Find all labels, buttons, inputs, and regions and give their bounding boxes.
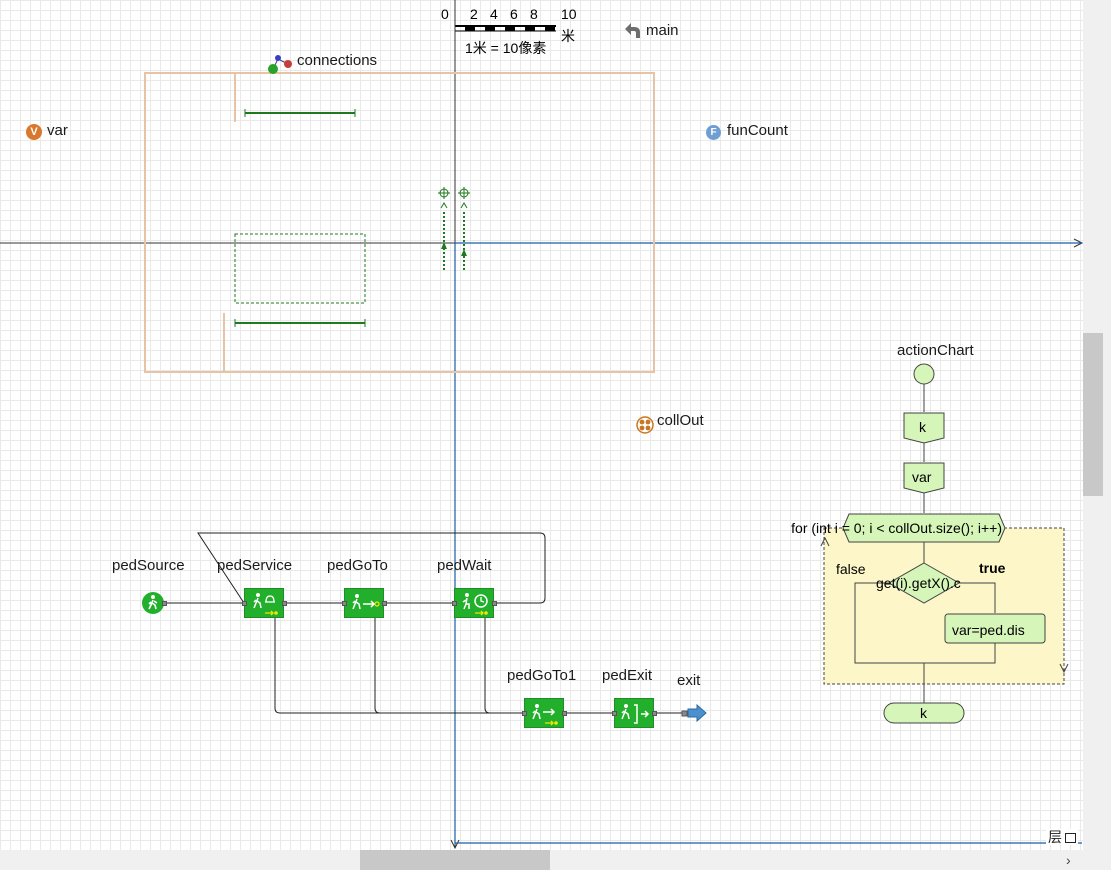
pedsource-out-port[interactable]: [162, 601, 167, 606]
pedestrian-icon: [148, 595, 158, 610]
scale-ruler: [455, 25, 556, 32]
pedexit-out-port[interactable]: [652, 711, 657, 716]
target-line-bottom[interactable]: [234, 319, 366, 327]
flow-connectors[interactable]: [164, 532, 684, 714]
ac-return: k: [920, 705, 927, 721]
variable-icon[interactable]: V: [26, 124, 42, 140]
main-link-label[interactable]: main: [646, 22, 679, 39]
pedgoto1-label[interactable]: pedGoTo1: [507, 667, 577, 684]
ac-false-label: false: [836, 561, 866, 577]
service-area[interactable]: [234, 233, 366, 304]
pedestrian-goto-icon: [532, 704, 558, 726]
target-line-top[interactable]: [244, 109, 356, 117]
layers-icon: [1065, 833, 1076, 844]
attractor-right[interactable]: [458, 187, 470, 272]
scale-ratio: 1米 = 10像素: [465, 40, 547, 56]
pedservice-in-port[interactable]: [242, 601, 247, 606]
ac-local-var-k: k: [919, 419, 926, 435]
pedestrian-wait-icon: [462, 593, 488, 616]
pedservice-block[interactable]: [244, 588, 284, 618]
ac-loop: for (int i = 0; i < collOut.size(); i++): [791, 520, 1002, 536]
var-label[interactable]: var: [47, 122, 68, 139]
attractor-left[interactable]: [438, 187, 450, 272]
connections-label[interactable]: connections: [297, 52, 378, 69]
pedservice-out-port[interactable]: [282, 601, 287, 606]
pedexit-in-port[interactable]: [612, 711, 617, 716]
pedwait-in-port[interactable]: [452, 601, 457, 606]
ac-true-label: true: [979, 560, 1006, 576]
scroll-right-icon[interactable]: ›: [1066, 852, 1071, 868]
scale-tick-label: 4: [490, 6, 498, 22]
pedgoto1-out-port[interactable]: [562, 711, 567, 716]
layers-toggle[interactable]: 层: [1046, 829, 1078, 845]
main-agent-icon[interactable]: [624, 22, 644, 42]
pedgoto1-in-port[interactable]: [522, 711, 527, 716]
pedservice-label[interactable]: pedService: [217, 557, 293, 574]
pedwait-label[interactable]: pedWait: [437, 557, 492, 574]
ac-loop-text: for (int i = 0; i < collOut.size(); i++): [791, 520, 1002, 536]
scale-tick-label: 2: [470, 6, 478, 22]
vertical-scroll-thumb[interactable]: [1083, 333, 1103, 496]
pedgoto-label[interactable]: pedGoTo: [327, 557, 388, 574]
scale-tick-label: 10: [561, 6, 577, 22]
function-icon[interactable]: F: [706, 125, 721, 140]
exit-arrow-icon[interactable]: [681, 703, 707, 723]
pedgoto-in-port[interactable]: [342, 601, 347, 606]
pedwait-out-port[interactable]: [492, 601, 497, 606]
pedgoto-out-port[interactable]: [382, 601, 387, 606]
pedestrian-exit-icon: [621, 704, 650, 724]
exit-label[interactable]: exit: [677, 672, 701, 689]
ac-local-var-var: var: [912, 469, 932, 485]
collection-icon[interactable]: [636, 416, 654, 434]
pedsource-block[interactable]: [142, 592, 164, 614]
pedestrian-service-icon: [253, 593, 278, 616]
scale-tick-label: 6: [510, 6, 518, 22]
ac-assignment: var=ped.dis: [952, 622, 1025, 638]
scale-unit: 米: [561, 28, 575, 44]
horizontal-scrollbar[interactable]: [0, 850, 1111, 870]
scale-tick-label: 0: [441, 6, 449, 22]
pedgoto1-block[interactable]: [524, 698, 564, 728]
layers-label: 层: [1048, 829, 1062, 845]
horizontal-scroll-thumb[interactable]: [360, 850, 550, 870]
pedexit-label[interactable]: pedExit: [602, 667, 653, 684]
pedgoto-block[interactable]: [344, 588, 384, 618]
pedexit-block[interactable]: [614, 698, 654, 728]
viewport-frame: [454, 242, 1082, 844]
action-chart[interactable]: [820, 363, 1069, 724]
connections-icon[interactable]: [266, 54, 294, 76]
pedwait-block[interactable]: [454, 588, 494, 618]
actionchart-label[interactable]: actionChart: [897, 342, 974, 359]
pedestrian-goto-icon: [352, 594, 380, 610]
scale-tick-label: 8: [530, 6, 538, 22]
wall-layout[interactable]: [144, 72, 655, 373]
ac-condition: get(i).getX().c: [876, 575, 961, 591]
collout-label[interactable]: collOut: [657, 412, 704, 429]
pedsource-label[interactable]: pedSource: [112, 557, 185, 574]
funcount-label[interactable]: funCount: [727, 122, 788, 139]
